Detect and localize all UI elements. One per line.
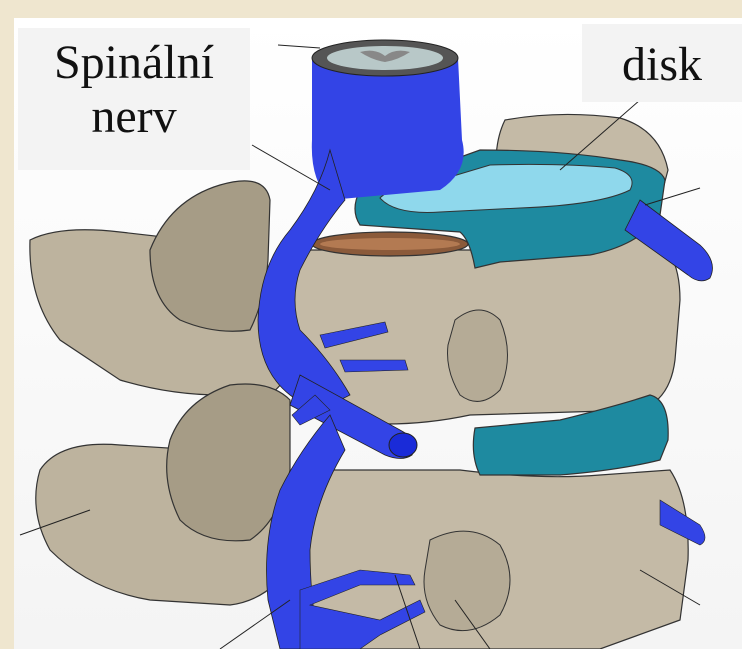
top-border — [0, 0, 742, 18]
ramus-upper-2 — [340, 360, 408, 372]
label-disk-text: disk — [622, 38, 702, 91]
label-disk: disk — [582, 24, 742, 102]
upper-pedicle — [448, 310, 508, 401]
label-spinal-nerve-line1: Spinální — [18, 36, 250, 90]
spinal-canal-ring-inner — [320, 238, 460, 250]
nerve-trunk-end — [389, 433, 417, 457]
lower-pedicle — [424, 531, 510, 631]
label-spinal-nerve-line2: nerv — [18, 90, 250, 144]
left-border — [0, 0, 14, 649]
label-spinal-nerve: Spinální nerv — [18, 28, 250, 170]
